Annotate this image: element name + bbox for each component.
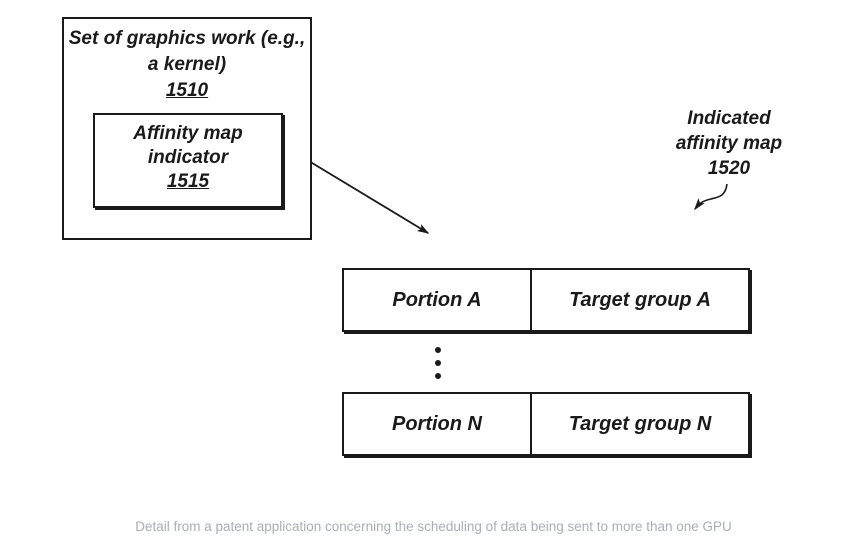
graphics-work-title: Set of graphics work (e.g., a kernel) 15… [64,26,310,104]
affinity-indicator-ref: 1515 [166,171,210,192]
graphics-work-title-line1: Set of graphics work (e.g., [68,28,306,49]
ellipsis-dot [435,373,441,379]
affinity-map-pointer-arrow [694,183,728,211]
indicated-affinity-map-line1: Indicated [687,108,771,129]
ellipsis-dot [435,360,441,366]
affinity-map-indicator-box: Affinity map indicator 1515 [93,113,283,208]
indicated-affinity-map-label: Indicated affinity map 1520 [650,106,808,181]
indicated-affinity-map-line2: affinity map [675,133,783,154]
vertical-ellipsis-icon [434,347,442,379]
graphics-work-title-line2: a kernel) [147,54,227,75]
graphics-work-ref: 1510 [165,80,209,101]
portion-a-cell: Portion A [344,270,532,330]
affinity-map-row-n: Portion N Target group N [342,392,750,456]
target-group-n-cell: Target group N [568,412,712,435]
affinity-map-row-a: Portion A Target group A [342,268,750,332]
portion-n-cell: Portion N [344,394,532,454]
affinity-indicator-label-line1: Affinity map [133,123,243,144]
target-group-a-cell: Target group A [569,288,711,311]
ellipsis-dot [435,347,441,353]
indicated-affinity-map-ref: 1520 [707,158,751,179]
figure-caption: Detail from a patent application concern… [135,519,732,534]
graphics-work-box: Set of graphics work (e.g., a kernel) 15… [62,17,312,240]
affinity-indicator-label-line2: indicator [147,147,229,168]
